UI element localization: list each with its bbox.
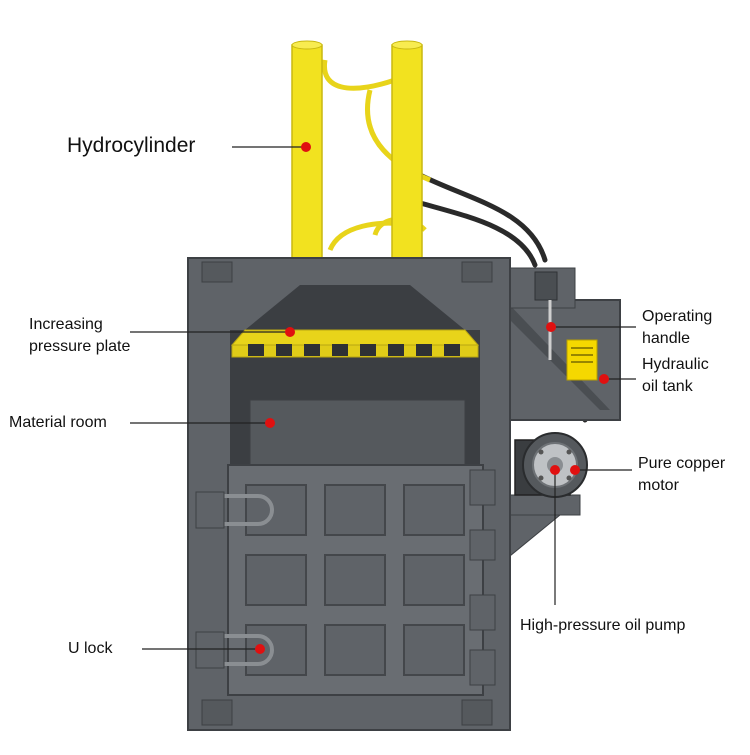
label-operating-handle-line1: Operating [642, 308, 713, 325]
marker-motor [570, 465, 580, 475]
label-high-pressure-oil-pump: High-pressure oil pump [520, 617, 686, 634]
label-pure-copper-motor-line1: Pure copper [638, 455, 726, 472]
marker-material-room [265, 418, 275, 428]
label-material-room: Material room [9, 414, 107, 431]
component-markers [255, 142, 609, 654]
label-hydraulic-oil-tank-line2: oil tank [642, 378, 693, 395]
label-hydrocylinder: Hydrocylinder [67, 134, 196, 157]
motor-and-pump [514, 432, 588, 498]
marker-oil-pump [550, 465, 560, 475]
label-increasing-pressure-plate-line1: Increasing [29, 316, 103, 333]
hydraulic-station [504, 267, 621, 562]
label-hydraulic-oil-tank-line1: Hydraulic [642, 356, 709, 373]
marker-oil-tank [599, 374, 609, 384]
leader-lines [130, 146, 636, 650]
marker-hydrocylinder [301, 142, 311, 152]
label-pure-copper-motor-line2: motor [638, 477, 679, 494]
label-u-lock: U lock [68, 640, 113, 657]
marker-operating-handle [546, 322, 556, 332]
main-frame [187, 257, 511, 731]
marker-u-lock [255, 644, 265, 654]
label-increasing-pressure-plate-line2: pressure plate [29, 338, 131, 355]
label-operating-handle-line2: handle [642, 330, 691, 347]
marker-pressure-plate [285, 327, 295, 337]
